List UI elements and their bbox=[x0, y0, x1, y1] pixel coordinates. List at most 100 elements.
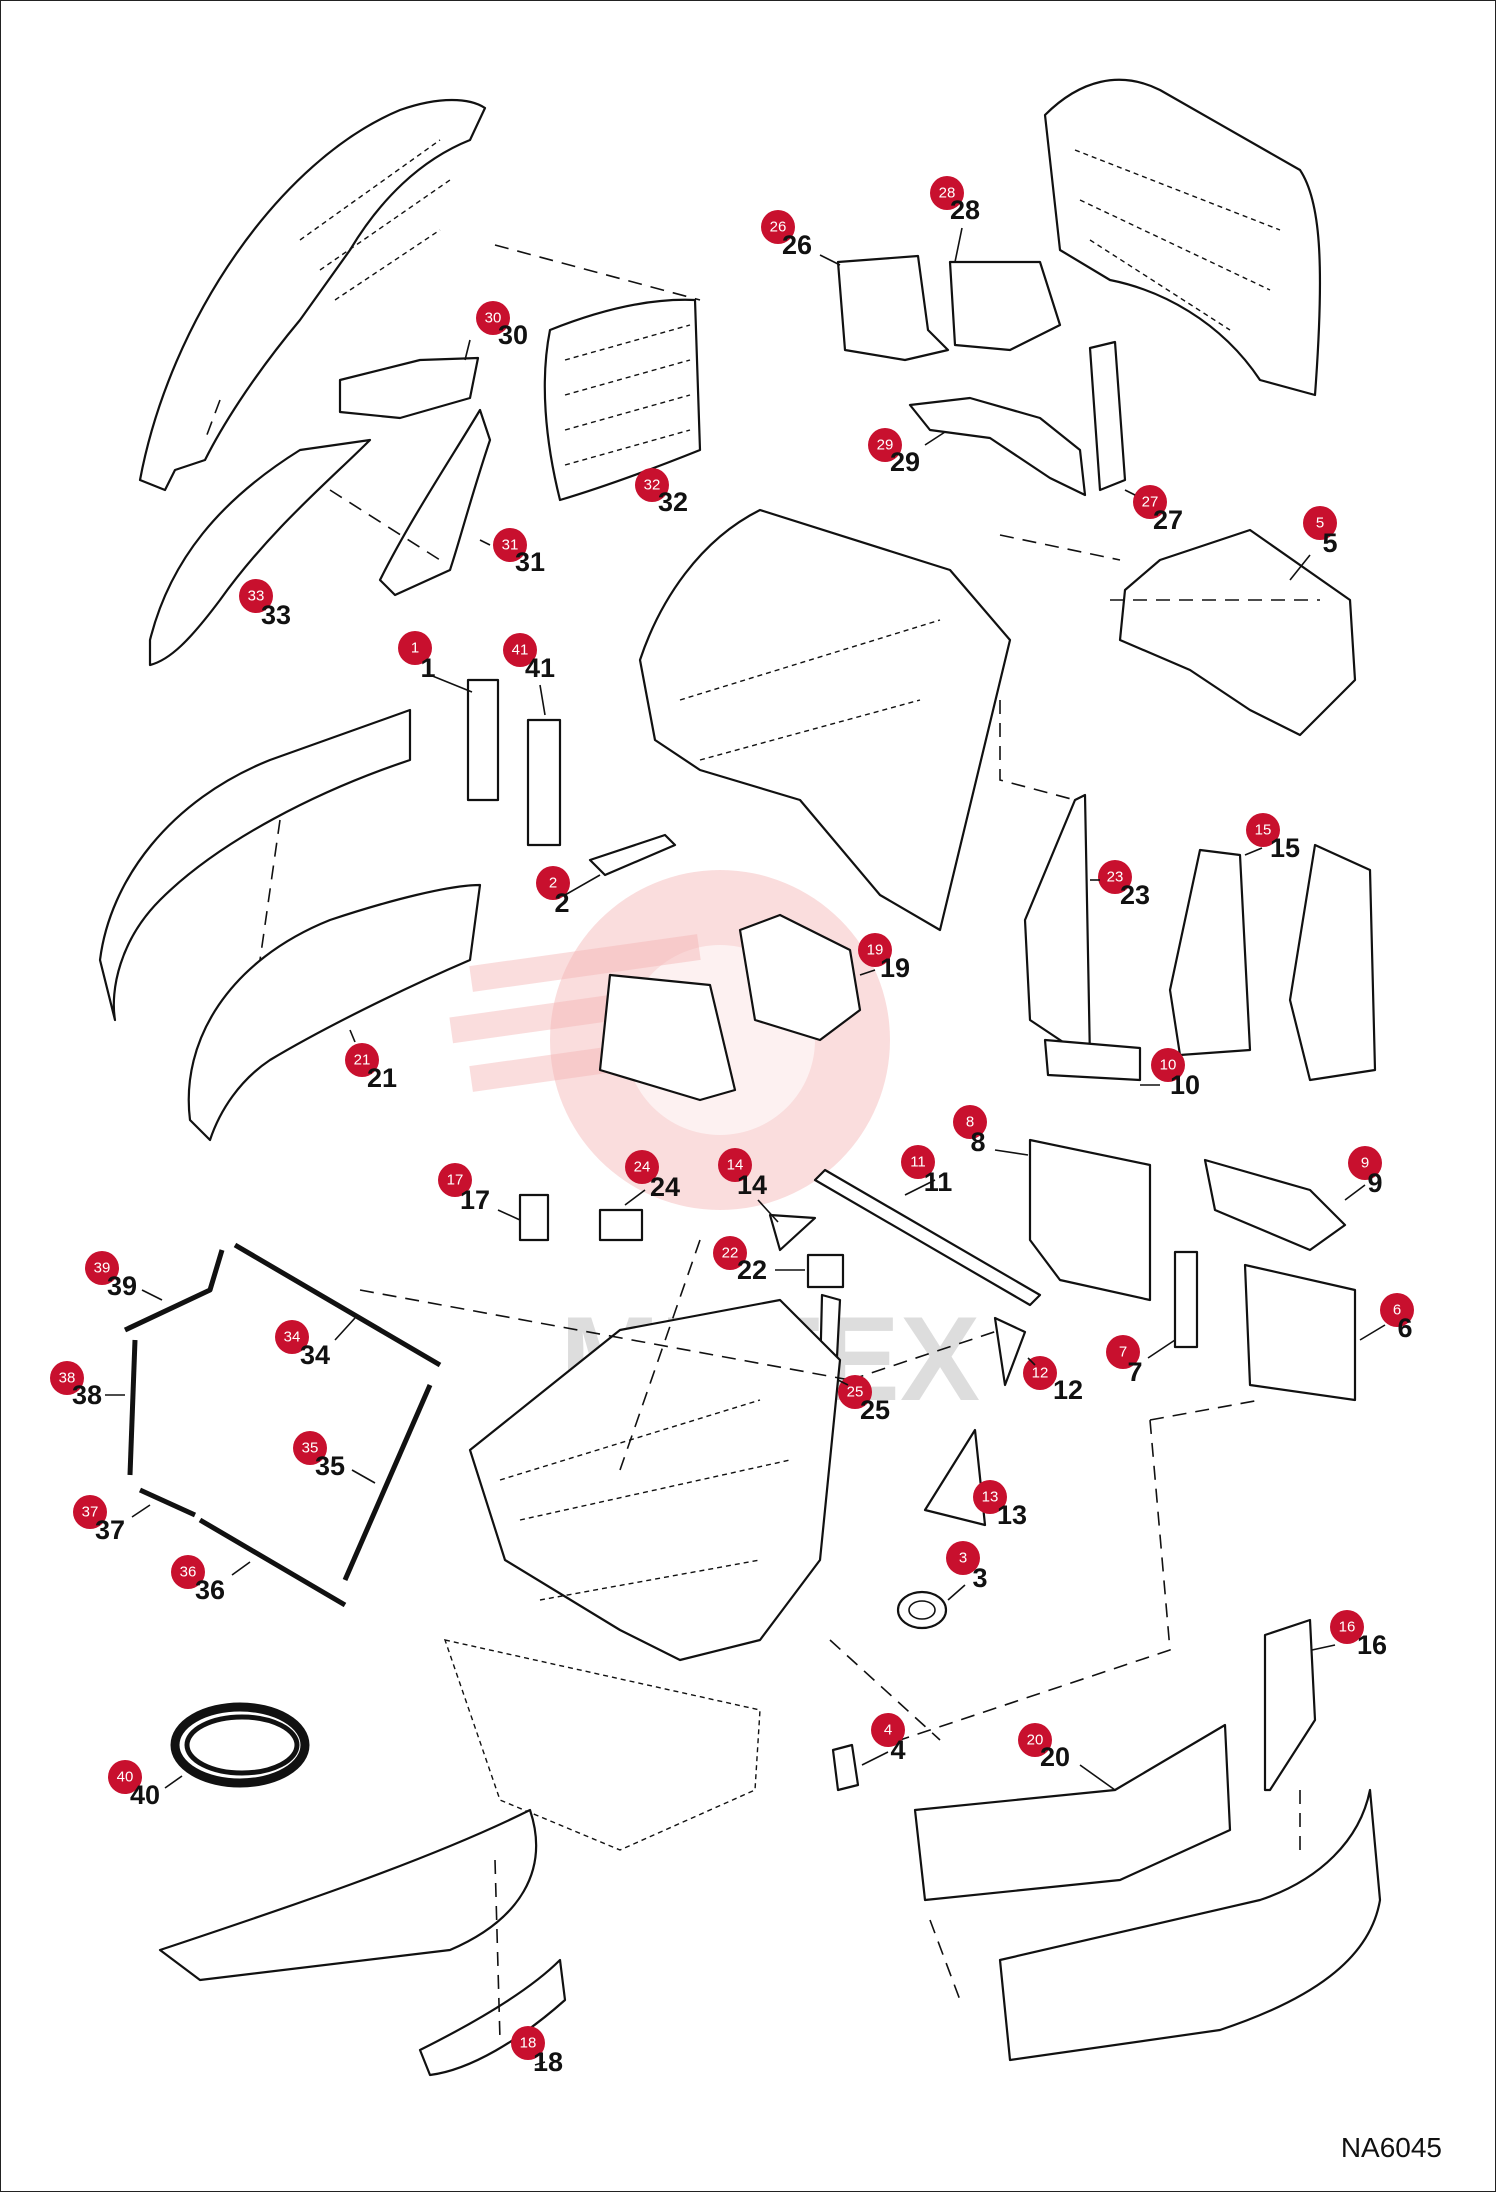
part-3-grommet bbox=[896, 1590, 948, 1630]
part-24-block bbox=[598, 1208, 644, 1242]
callout-badge: 3 bbox=[959, 1550, 967, 1567]
part-34-seal bbox=[233, 1242, 442, 1368]
callout-badge: 11 bbox=[910, 1154, 926, 1171]
callout-number: 23 bbox=[1120, 880, 1150, 910]
callout-number: 19 bbox=[880, 953, 910, 983]
callout-number: 9 bbox=[1367, 1168, 1382, 1198]
bottom-left-panel bbox=[158, 1808, 538, 1982]
part-1-block bbox=[466, 678, 500, 802]
part-11-strip bbox=[813, 1168, 1042, 1307]
callout-number: 2 bbox=[554, 888, 569, 918]
callout-badge: 37 bbox=[82, 1504, 99, 1521]
callout-badge: 30 bbox=[485, 310, 502, 327]
part-32-grille bbox=[543, 298, 702, 502]
part-29-pad bbox=[908, 396, 1087, 497]
callout-number: 13 bbox=[997, 1500, 1027, 1530]
panel-15 bbox=[1288, 843, 1377, 1082]
part-21-panel bbox=[187, 883, 482, 1142]
part-30-pad bbox=[338, 356, 480, 420]
callout-number: 38 bbox=[72, 1380, 102, 1410]
callout-badge: 36 bbox=[180, 1564, 197, 1581]
part-38-seal bbox=[127, 1339, 138, 1476]
callout-number: 31 bbox=[515, 547, 545, 577]
callout-number: 33 bbox=[261, 600, 291, 630]
callout-4: 44 bbox=[861, 1713, 906, 1766]
part-17-block bbox=[518, 1193, 550, 1242]
part-22-block bbox=[806, 1253, 845, 1289]
duct-19 bbox=[598, 973, 737, 1102]
part-19-pad bbox=[738, 913, 862, 1042]
callout-badge: 17 bbox=[447, 1172, 464, 1189]
part-36-seal bbox=[198, 1517, 347, 1608]
callout-badge: 16 bbox=[1339, 1619, 1356, 1636]
callout-number: 24 bbox=[650, 1172, 680, 1202]
callout-number: 20 bbox=[1040, 1742, 1070, 1772]
callout-5: 55 bbox=[1289, 506, 1338, 581]
callout-number: 14 bbox=[737, 1170, 767, 1200]
callout-badge: 6 bbox=[1393, 1302, 1401, 1319]
drawing-code: NA6045 bbox=[1340, 2132, 1442, 2163]
part-4-block bbox=[831, 1743, 860, 1792]
callout-badge: 14 bbox=[727, 1157, 744, 1174]
callout-number: 3 bbox=[972, 1563, 987, 1593]
callout-badge: 25 bbox=[847, 1384, 864, 1401]
callout-badge: 31 bbox=[502, 537, 519, 554]
callout-number: 30 bbox=[498, 320, 528, 350]
callout-number: 26 bbox=[782, 230, 812, 260]
callout-badge: 12 bbox=[1032, 1365, 1049, 1382]
fender-left-lower bbox=[98, 708, 412, 1022]
callout-badge: 21 bbox=[354, 1052, 371, 1069]
callout-number: 28 bbox=[950, 195, 980, 225]
callout-number: 25 bbox=[860, 1395, 890, 1425]
callout-9: 99 bbox=[1344, 1146, 1383, 1201]
part-37-seal bbox=[138, 1487, 197, 1518]
callout-badge: 19 bbox=[867, 942, 884, 959]
callout-badge: 32 bbox=[644, 477, 661, 494]
part-8-pad bbox=[1028, 1138, 1152, 1302]
part-6-pad bbox=[1243, 1263, 1357, 1402]
callout-1: 11 bbox=[398, 631, 473, 693]
callout-badge: 38 bbox=[59, 1370, 76, 1387]
callout-badge: 33 bbox=[248, 588, 265, 605]
callout-badge: 26 bbox=[770, 219, 787, 236]
callout-badge: 8 bbox=[966, 1114, 974, 1131]
part-35-seal bbox=[342, 1384, 433, 1581]
shroud-right bbox=[1043, 78, 1322, 397]
part-16-pad bbox=[1263, 1618, 1317, 1792]
callout-number: 32 bbox=[658, 487, 688, 517]
callout-badge: 2 bbox=[549, 875, 557, 892]
part-7-strip bbox=[1173, 1250, 1199, 1349]
callout-number: 4 bbox=[890, 1735, 905, 1765]
callout-number: 27 bbox=[1153, 505, 1183, 535]
callout-number: 34 bbox=[300, 1340, 330, 1370]
part-18-pad bbox=[418, 1958, 567, 2077]
callout-badge: 39 bbox=[94, 1260, 111, 1277]
callout-badge: 24 bbox=[634, 1159, 651, 1176]
part-40-hose-coil bbox=[170, 1702, 310, 1788]
callout-6: 66 bbox=[1359, 1293, 1414, 1343]
callout-number: 8 bbox=[970, 1127, 985, 1157]
callout-badge: 5 bbox=[1316, 515, 1324, 532]
callout-3: 33 bbox=[946, 1541, 988, 1601]
callout-badge: 40 bbox=[117, 1769, 134, 1786]
